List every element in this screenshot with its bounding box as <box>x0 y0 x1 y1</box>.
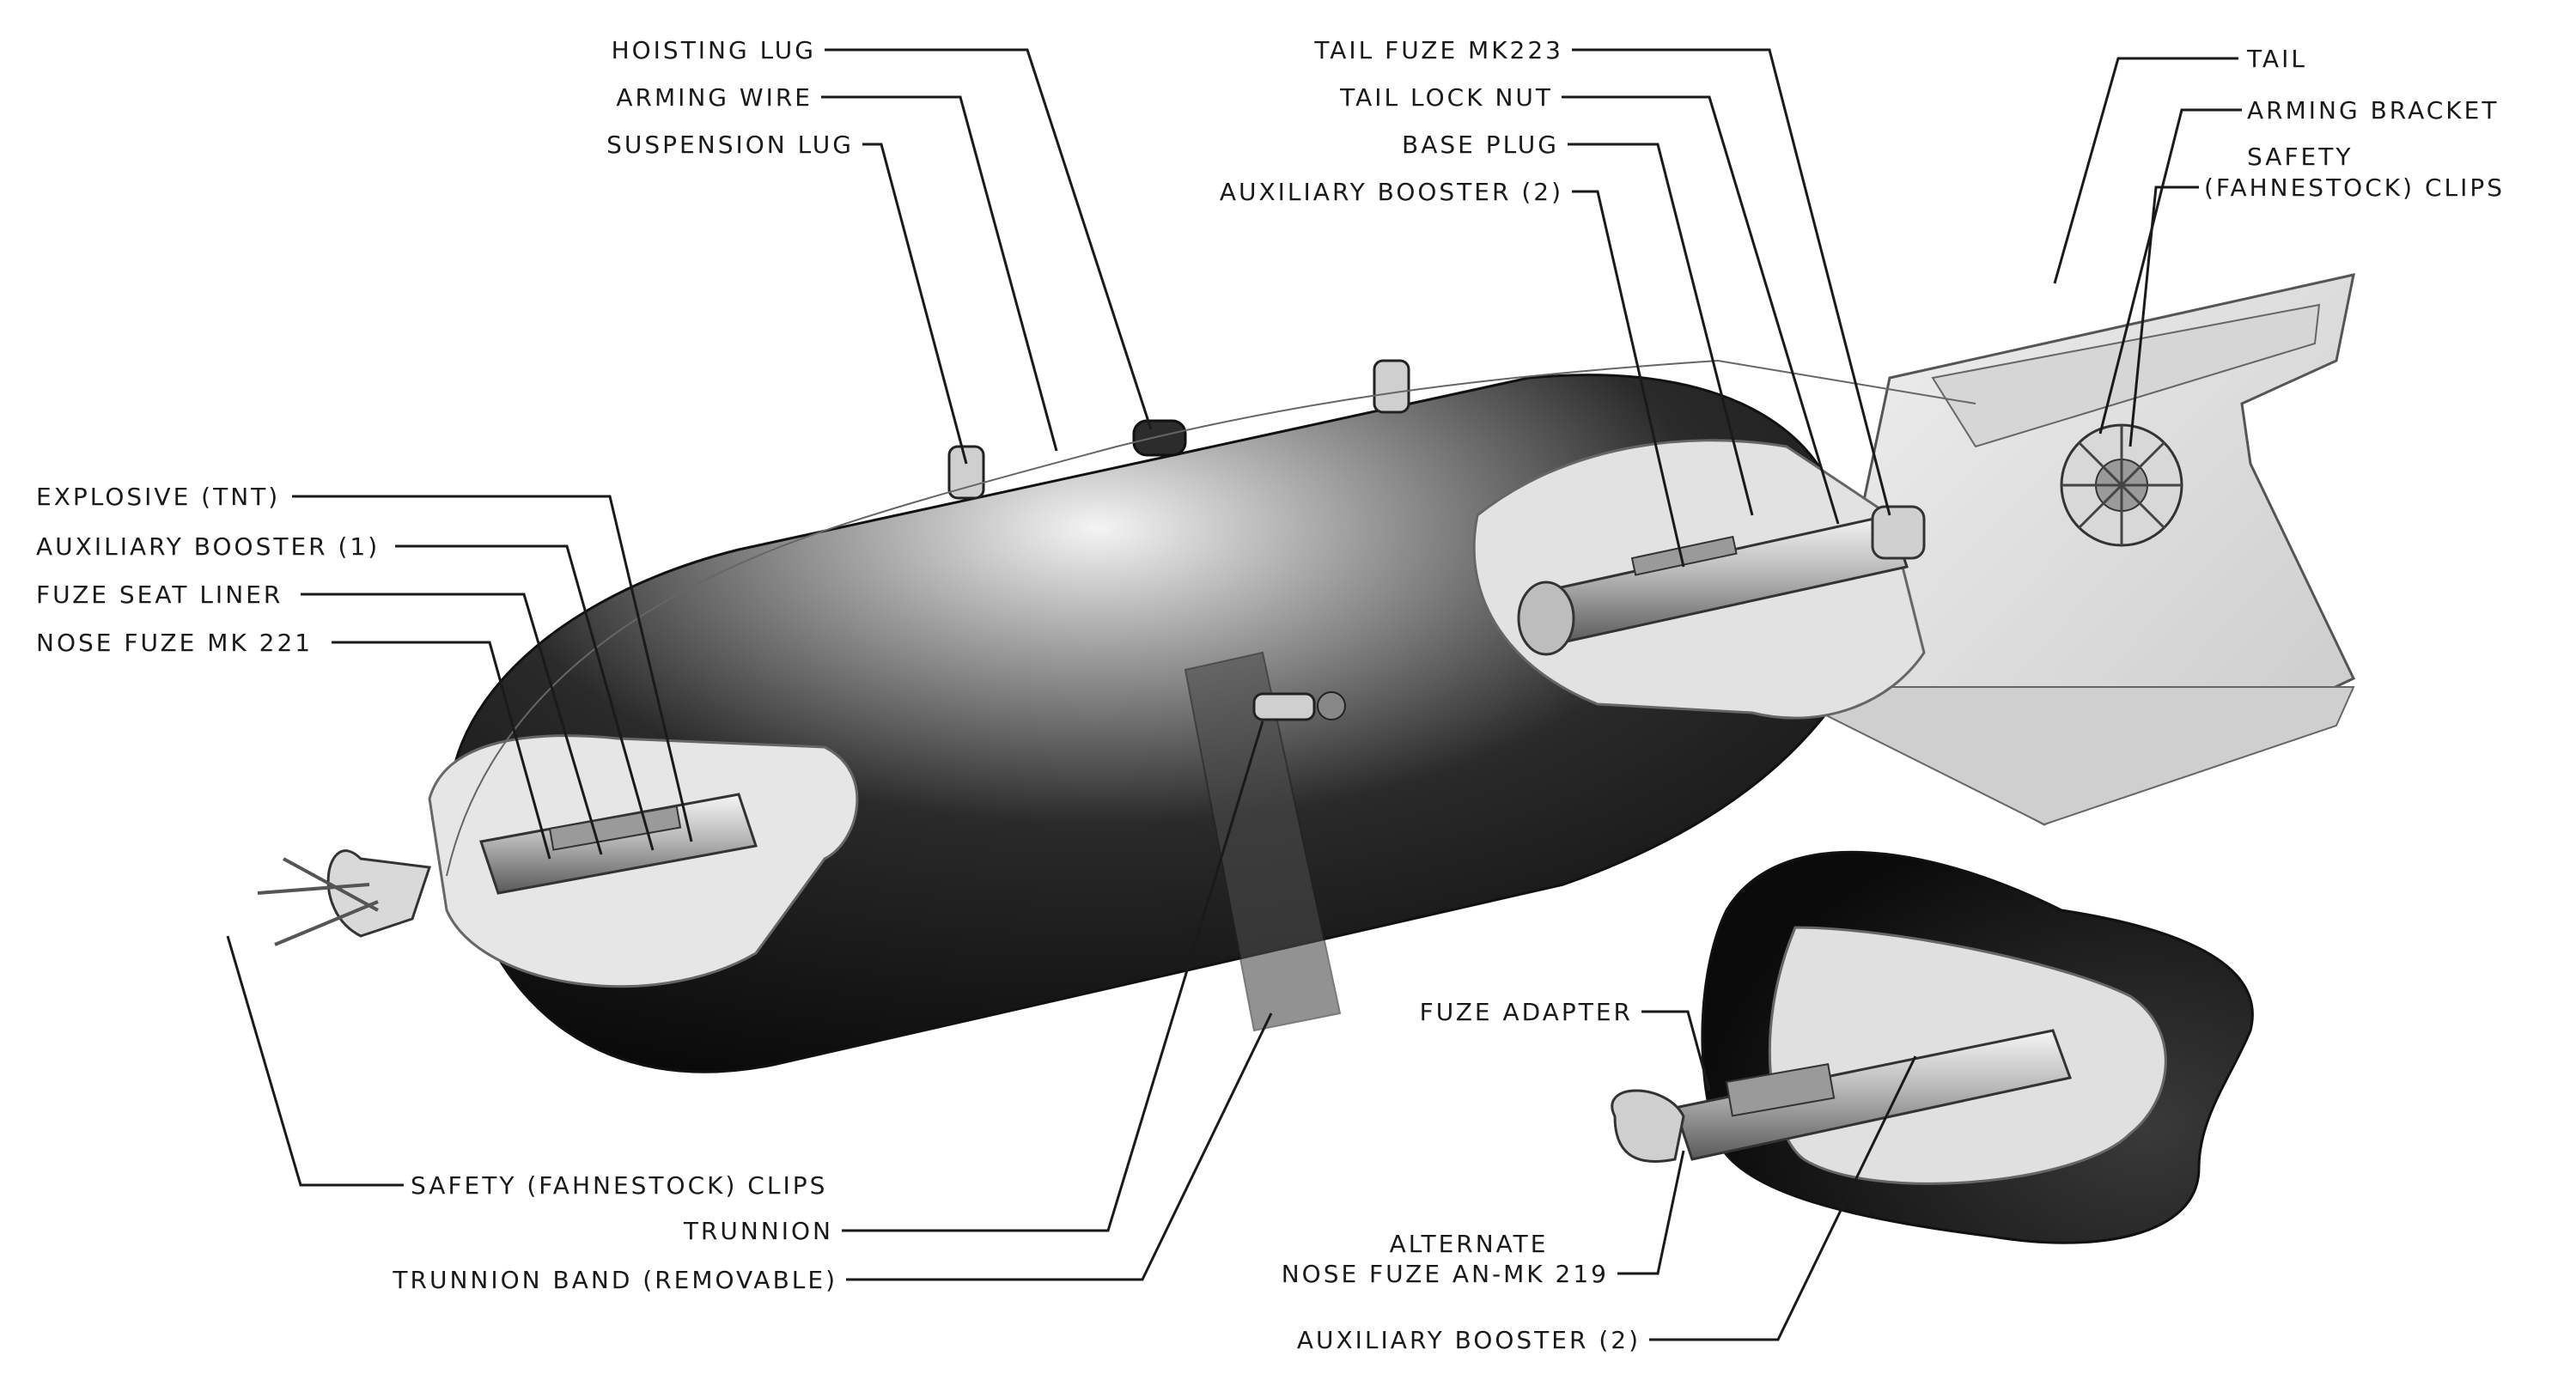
label-fuze-adapter: FUZE ADAPTER <box>1420 998 1633 1026</box>
leader-hoisting-lug <box>825 48 1153 430</box>
bomb-casing <box>428 359 1976 1073</box>
inset-alternate-fuze <box>1611 850 2254 1244</box>
leader-safety-clips-tail <box>2128 185 2199 447</box>
inset-fuze-body <box>1673 1029 2072 1161</box>
fuze-adapter <box>1725 1063 1836 1117</box>
trunnion-band <box>1184 651 1342 1032</box>
trunnion-cap <box>1317 691 1346 720</box>
label-aux-booster-1: AUXILIARY BOOSTER (1) <box>36 532 380 561</box>
rear-suspension-lug <box>1373 359 1410 414</box>
leader-alternate-fuze <box>1617 1150 1685 1275</box>
arming-vane-blades <box>2061 425 2182 545</box>
label-trunnion-band: TRUNNION BAND (REMOVABLE) <box>392 1266 837 1294</box>
label-tail-lock-nut: TAIL LOCK NUT <box>1339 83 1553 112</box>
label-alternate-line1: ALTERNATE <box>1390 1230 1549 1258</box>
tail-fuze-end <box>1517 581 1575 656</box>
hoisting-lug <box>1132 419 1187 457</box>
label-alternate-line2: NOSE FUZE AN-MK 219 <box>1282 1260 1609 1288</box>
leader-nose-fuze <box>332 641 551 860</box>
label-arming-bracket: ARMING BRACKET <box>2247 96 2499 125</box>
label-safety-clips-nose: SAFETY (FAHNESTOCK) CLIPS <box>411 1171 827 1200</box>
leader-tail-lock-nut <box>1562 95 1840 525</box>
leader-aux-booster-2-inset <box>1649 1055 1917 1341</box>
tail-fuze <box>1517 505 1926 656</box>
label-suspension-lug: SUSPENSION LUG <box>606 131 854 159</box>
leader-trunnion <box>842 720 1264 1232</box>
label-fuze-seat-liner: FUZE SEAT LINER <box>36 581 283 609</box>
nose-vane-blades <box>257 857 379 946</box>
aux-booster-2-tail <box>1630 535 1738 576</box>
label-trunnion: TRUNNION <box>683 1217 833 1245</box>
label-safety-clips-tail-line1: SAFETY <box>2247 143 2353 171</box>
leader-lines <box>226 48 2242 1341</box>
label-hoisting-lug: HOISTING LUG <box>612 36 816 64</box>
leader-arming-wire <box>821 95 1058 452</box>
aux-booster-1 <box>548 805 682 851</box>
inset-fuze-vane <box>1611 1089 1685 1164</box>
label-base-plug: BASE PLUG <box>1402 131 1559 159</box>
leader-aux-booster-1 <box>395 544 655 851</box>
trunnion <box>1252 692 1316 721</box>
label-safety-clips-tail-line2: (FAHNESTOCK) CLIPS <box>2204 173 2505 202</box>
leader-fuze-seat-liner <box>301 593 603 855</box>
leader-base-plug <box>1568 143 1754 516</box>
leader-explosive <box>292 495 693 842</box>
label-arming-wire: ARMING WIRE <box>616 83 813 112</box>
tail-fin-upper <box>1931 303 2321 448</box>
leader-tail <box>2053 57 2238 284</box>
label-tail: TAIL <box>2246 45 2307 73</box>
leader-suspension-lug <box>862 143 968 465</box>
tail-assembly <box>1819 273 2356 826</box>
leader-fuze-adapter <box>1641 1010 1711 1091</box>
leader-tail-fuze <box>1572 48 1891 516</box>
leader-arming-bracket <box>2098 108 2242 435</box>
labels: HOISTING LUG ARMING WIRE SUSPENSION LUG … <box>36 36 2505 1354</box>
label-aux-booster-2-inset: AUXILIARY BOOSTER (2) <box>1297 1326 1641 1354</box>
leader-trunnion-band <box>846 1012 1273 1281</box>
label-aux-booster-2-tail: AUXILIARY BOOSTER (2) <box>1220 178 1563 206</box>
label-nose-fuze: NOSE FUZE MK 221 <box>36 629 313 657</box>
tail-lock-nut <box>1871 505 1926 560</box>
label-explosive: EXPLOSIVE (TNT) <box>36 483 280 511</box>
arming-wire <box>446 359 1976 877</box>
leader-safety-clips-nose <box>226 935 404 1187</box>
label-tail-fuze: TAIL FUZE MK223 <box>1313 36 1563 64</box>
leader-aux-booster-2-tail <box>1572 190 1685 568</box>
